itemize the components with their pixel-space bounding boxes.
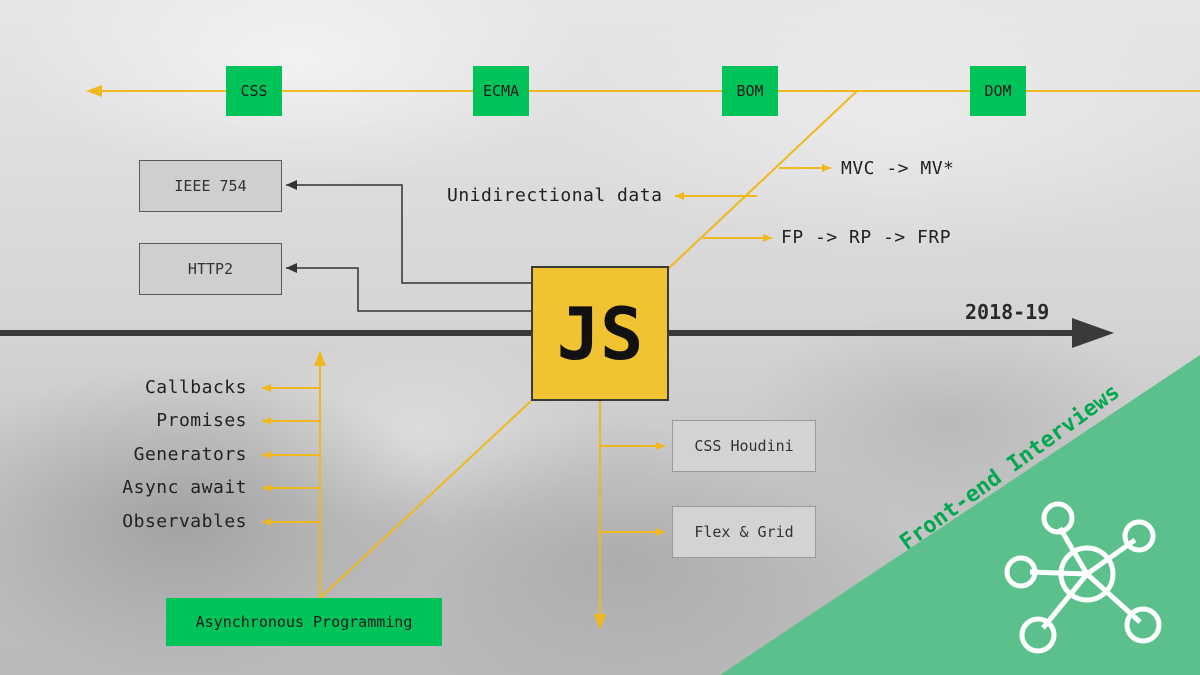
label-fp: FP -> RP -> FRP bbox=[781, 227, 952, 248]
diagonal-lower bbox=[319, 400, 532, 599]
css-vertical-arrowhead bbox=[594, 614, 606, 630]
top-line-arrowhead bbox=[86, 85, 102, 97]
top-box-dom: DOM bbox=[970, 66, 1026, 116]
connector-ieee bbox=[286, 180, 531, 284]
js-center-box: JS bbox=[531, 266, 669, 401]
async-item-async-await: Async await bbox=[122, 477, 247, 498]
banner-triangle bbox=[720, 355, 1200, 675]
timeline-year: 2018-19 bbox=[965, 300, 1050, 324]
box-flex-grid: Flex & Grid bbox=[672, 506, 816, 558]
box-ieee-754: IEEE 754 bbox=[139, 160, 282, 212]
timeline-arrowhead bbox=[1072, 318, 1114, 348]
label-mvc: MVC -> MV* bbox=[841, 158, 955, 179]
connector-http2 bbox=[286, 263, 531, 312]
top-box-bom: BOM bbox=[722, 66, 778, 116]
top-box-css: CSS bbox=[226, 66, 282, 116]
async-item-callbacks: Callbacks bbox=[144, 377, 247, 398]
async-programming-box: Asynchronous Programming bbox=[166, 598, 442, 646]
async-item-promises: Promises bbox=[156, 410, 247, 431]
async-item-observables: Observables bbox=[122, 511, 247, 532]
box-http2: HTTP2 bbox=[139, 243, 282, 295]
diagonal-upper bbox=[668, 90, 858, 269]
box-css-houdini: CSS Houdini bbox=[672, 420, 816, 472]
label-unidirectional-data: Unidirectional data bbox=[447, 185, 663, 206]
async-vertical-arrowhead bbox=[314, 350, 326, 366]
async-item-generators: Generators bbox=[133, 444, 247, 465]
top-box-ecma: ECMA bbox=[473, 66, 529, 116]
network-hub-icon bbox=[1004, 501, 1162, 654]
